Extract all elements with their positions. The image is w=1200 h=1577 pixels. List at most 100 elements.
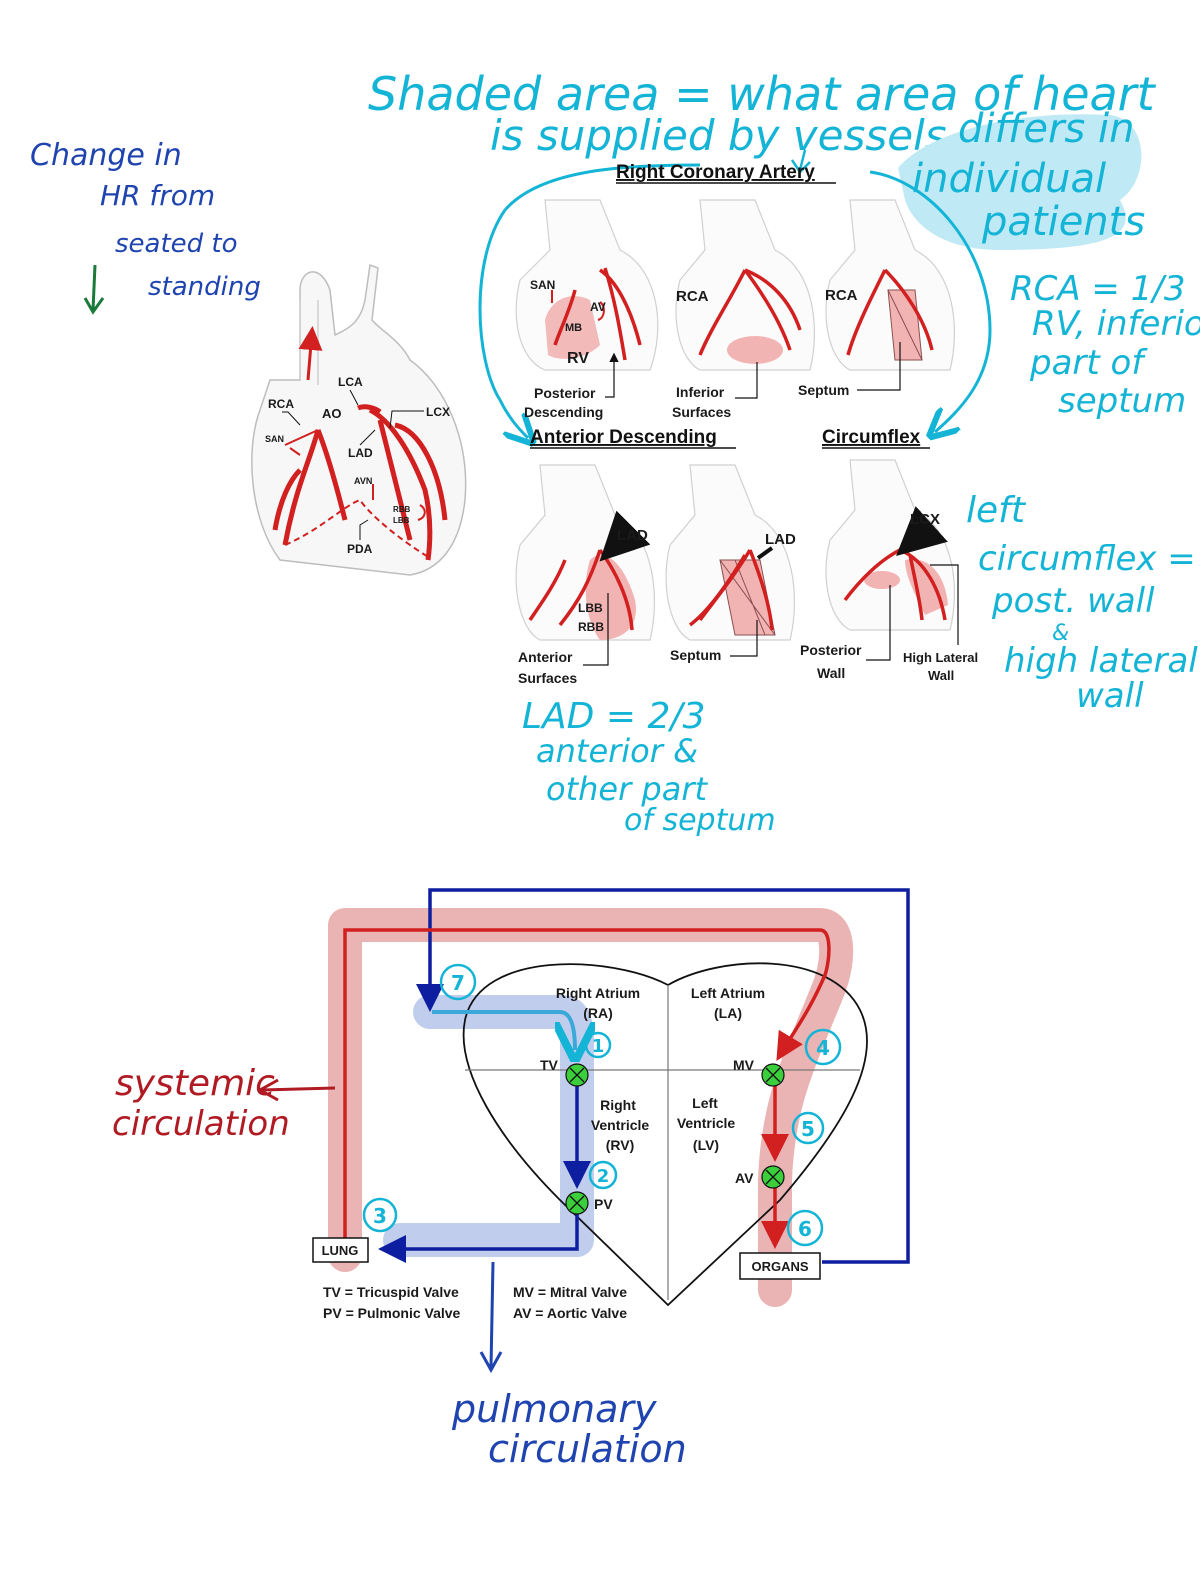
lcx-panel-title: Circumflex: [822, 427, 921, 448]
lad-note-line-1: LAD = 2/3: [522, 696, 705, 737]
step-1: 1: [592, 1036, 605, 1057]
step-6: 6: [798, 1217, 812, 1241]
valve-mv: [761, 1063, 785, 1087]
ra-inflow-line: [432, 1010, 575, 1050]
hr-change-note: Change in HR from seated to standing: [30, 138, 261, 315]
heart-outline: [462, 962, 868, 1307]
label-lung: LUNG: [322, 1243, 359, 1258]
lad1-rbb: RBB: [578, 620, 604, 634]
label-lca: LCA: [338, 375, 363, 389]
label-la-abbr: (LA): [714, 1005, 742, 1021]
rca-note-line-4: septum: [1058, 381, 1186, 421]
pulmonary-note: pulmonary circulation: [451, 1261, 687, 1471]
label-left-atrium: Left Atrium: [691, 985, 765, 1001]
loop-arrow-right: [503, 163, 992, 432]
lad1-lbb: LBB: [578, 601, 603, 615]
p1-rv: RV: [567, 350, 589, 367]
lcx-caption-1: Posterior: [800, 642, 862, 658]
lcx-note-line-4: &: [1052, 621, 1069, 646]
valve-av: [761, 1165, 785, 1189]
note-line-4: standing: [148, 272, 261, 302]
step-4: 4: [816, 1036, 830, 1060]
pulmonary-note-line-1: pulmonary: [451, 1387, 657, 1431]
label-lv-abbr: (LV): [693, 1137, 719, 1153]
down-arrow-icon: [790, 149, 811, 174]
label-left-ventricle-2: Ventricle: [677, 1115, 736, 1131]
label-rca: RCA: [268, 397, 294, 411]
organs-box: [739, 1252, 821, 1280]
p2-rca: RCA: [676, 288, 709, 305]
loop-arrow-left: [478, 209, 528, 438]
step-2: 2: [597, 1166, 610, 1187]
label-san: SAN: [265, 434, 284, 444]
lcx-caption-3: High Lateral: [903, 650, 978, 665]
heart-dividers: [465, 985, 860, 1300]
lad-panel-anterior-surfaces: LAD LBB RBB Anterior Surfaces: [515, 464, 655, 686]
label-tv: TV: [540, 1057, 559, 1073]
systemic-glow: [328, 908, 854, 1307]
step-7: 7: [451, 971, 465, 995]
p1-caption-2: Descending: [524, 404, 603, 420]
lad-panel-title: Anterior Descending: [530, 427, 717, 448]
lad1-caption-2: Surfaces: [518, 670, 577, 686]
label-avn: AVN: [354, 476, 372, 486]
systemic-note-line-1: systemic: [115, 1063, 275, 1104]
circulation-diagram: Right Atrium (RA) Left Atrium (LA) Right…: [312, 888, 910, 1321]
lad-note-line-3: other part: [546, 770, 709, 808]
label-av: AV: [735, 1170, 754, 1186]
p1-san: SAN: [530, 278, 555, 292]
lad-note-line-2: anterior &: [536, 732, 698, 770]
p3-caption-1: Septum: [798, 382, 849, 398]
label-pv: PV: [594, 1196, 613, 1212]
note-line-2: HR from: [100, 179, 215, 212]
systemic-note: systemic circulation: [112, 1063, 336, 1144]
rca-panel-title: Right Coronary Artery: [616, 162, 815, 183]
lcx-note-line-5: high lateral: [1004, 641, 1198, 681]
legend-av: AV = Aortic Valve: [513, 1305, 627, 1321]
rca-panel-septum: RCA Septum: [798, 199, 955, 398]
label-ao: AO: [322, 406, 342, 421]
label-right-ventricle-1: Right: [600, 1097, 636, 1113]
down-arrow-icon: [479, 1261, 503, 1374]
rca-panel-inferior-surfaces: RCA Inferior Surfaces: [672, 199, 815, 420]
valve-tv: [565, 1063, 589, 1087]
legend-pv: PV = Pulmonic Valve: [323, 1305, 461, 1321]
pulmonary-note-line-2: circulation: [488, 1427, 687, 1471]
coronary-heart-diagram: RCA LCA AO LCX SAN LAD AVN RBB LBB PDA: [251, 263, 467, 576]
step-3: 3: [373, 1204, 387, 1228]
label-ra-abbr: (RA): [583, 1005, 613, 1021]
lcx-caption-2: Wall: [817, 665, 845, 681]
step-5: 5: [801, 1117, 815, 1141]
label-left-ventricle-1: Left: [692, 1095, 718, 1111]
header-note-line-1: Shaded area = what area of heart: [368, 67, 1157, 121]
lcx-note-line-3: post. wall: [991, 581, 1155, 621]
lcx-panel: LCX Posterior Wall High Lateral Wall: [800, 459, 978, 683]
header-highlight-1: differs in: [958, 106, 1134, 152]
systemic-note-line-2: circulation: [112, 1104, 290, 1144]
p1-caption-1: Posterior: [534, 385, 596, 401]
rca-note-line-2: RV, inferior,: [1032, 304, 1200, 344]
lad2-lad: LAD: [765, 531, 796, 548]
lcx-label: LCX: [910, 511, 940, 528]
legend-mv: MV = Mitral Valve: [513, 1284, 627, 1300]
label-right-atrium: Right Atrium: [556, 985, 640, 1001]
label-lbb: LBB: [393, 516, 410, 525]
header-note-line-2: is supplied by vessels,: [490, 111, 960, 160]
header-highlight-3: patients: [981, 199, 1145, 245]
coronary-panels: Right Coronary Artery SAN AV MB RV Poste…: [515, 162, 978, 686]
systemic-line: [343, 928, 831, 1240]
lung-box: [312, 1237, 369, 1263]
rca-note-line-3: part of: [1029, 343, 1148, 383]
label-organs: ORGANS: [751, 1259, 808, 1274]
legend-tv: TV = Tricuspid Valve: [323, 1284, 459, 1300]
p2-caption-2: Surfaces: [672, 404, 731, 420]
lad1-lad: LAD: [617, 527, 648, 544]
lcx-caption-4: Wall: [928, 668, 954, 683]
lad-note-line-4: of septum: [624, 803, 776, 838]
p2-caption-1: Inferior: [676, 384, 725, 400]
note-line-3: seated to: [115, 229, 238, 259]
p1-mb: MB: [565, 322, 582, 334]
lad2-caption-1: Septum: [670, 647, 721, 663]
lcx-note-line-2: circumflex =: [978, 539, 1196, 579]
